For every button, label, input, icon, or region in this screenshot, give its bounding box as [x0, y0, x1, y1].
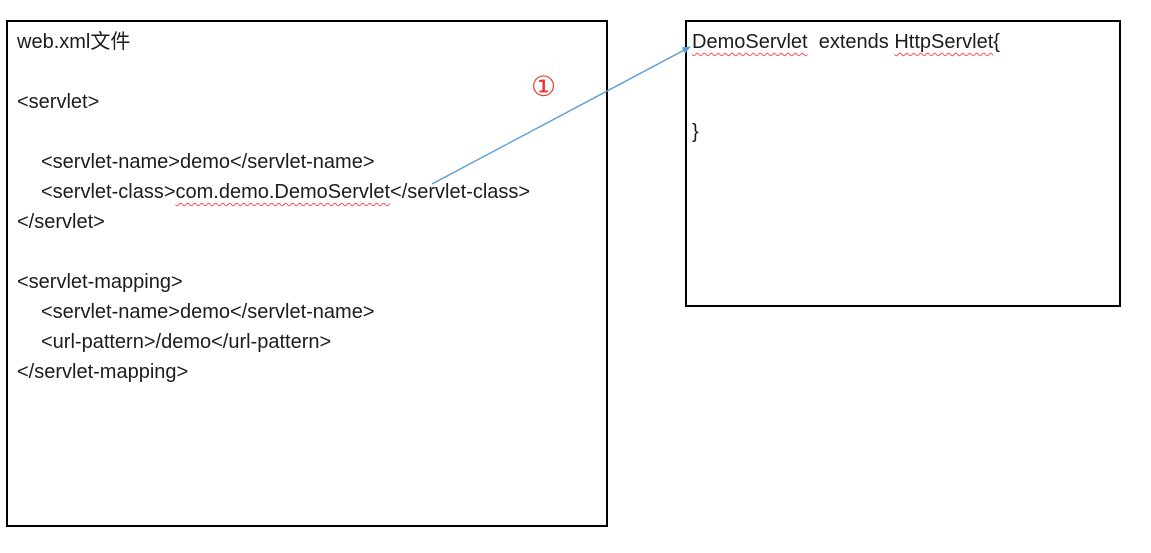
code-text: <servlet-name>demo</servlet-name> — [41, 151, 375, 173]
code-line: <servlet> — [17, 87, 600, 117]
code-text: </servlet> — [17, 211, 105, 233]
code-line: DemoServlet extends HttpServlet{ — [692, 27, 1113, 57]
code-line — [692, 87, 1113, 117]
code-text: extends — [807, 31, 895, 53]
code-line: <servlet-mapping> — [17, 267, 600, 297]
code-line: </servlet> — [17, 207, 600, 237]
code-line: <url-pattern>/demo</url-pattern> — [17, 327, 600, 357]
web-xml-box: web.xml文件 <servlet> <servlet-name>demo</se… — [6, 20, 608, 527]
code-line — [17, 57, 600, 87]
code-line: web.xml文件 — [17, 27, 600, 57]
code-line: <servlet-class>com.demo.DemoServlet</ser… — [17, 177, 600, 207]
code-text: <servlet-mapping> — [17, 271, 183, 293]
code-text: <url-pattern>/demo</url-pattern> — [41, 331, 332, 353]
code-line — [692, 57, 1113, 87]
code-text: <servlet-class> — [41, 181, 176, 203]
code-line: } — [692, 117, 1113, 147]
code-line: <servlet-name>demo</servlet-name> — [17, 297, 600, 327]
code-text: web.xml文件 — [17, 31, 131, 53]
code-text: { — [993, 31, 1000, 53]
spellcheck-flagged-text: DemoServlet — [692, 31, 808, 53]
code-text: } — [692, 121, 699, 143]
code-line — [17, 117, 600, 147]
spellcheck-flagged-text: com.demo.DemoServlet — [175, 181, 391, 203]
code-text: </servlet-class> — [390, 181, 531, 203]
code-line: <servlet-name>demo</servlet-name> — [17, 147, 600, 177]
code-line: </servlet-mapping> — [17, 357, 600, 387]
servlet-class-box: DemoServlet extends HttpServlet{} — [685, 20, 1121, 307]
code-line — [17, 237, 600, 267]
code-text: <servlet-name>demo</servlet-name> — [41, 301, 375, 323]
code-text: </servlet-mapping> — [17, 361, 189, 383]
code-text: <servlet> — [17, 91, 100, 113]
spellcheck-flagged-text: HttpServlet — [894, 31, 994, 53]
step-1-annotation: ① — [531, 71, 557, 102]
